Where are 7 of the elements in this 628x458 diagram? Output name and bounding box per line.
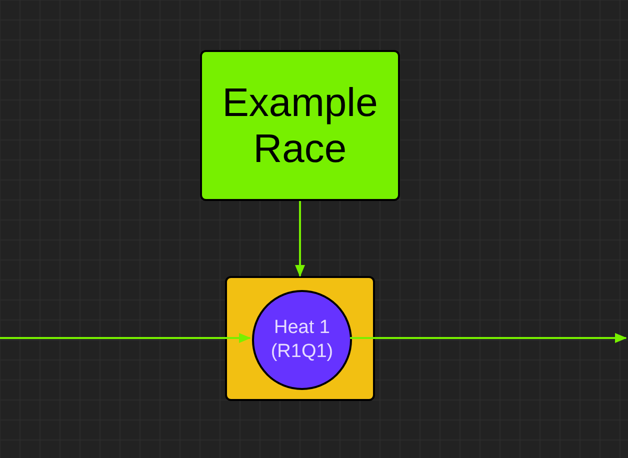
process-box	[200, 50, 400, 201]
arrow	[0, 333, 251, 343]
node-label: Heat 1 (R1Q1)	[270, 316, 334, 364]
arrow	[295, 201, 305, 277]
arrow	[350, 333, 627, 343]
node-label: Example Race	[221, 80, 379, 172]
container-box	[225, 276, 375, 401]
